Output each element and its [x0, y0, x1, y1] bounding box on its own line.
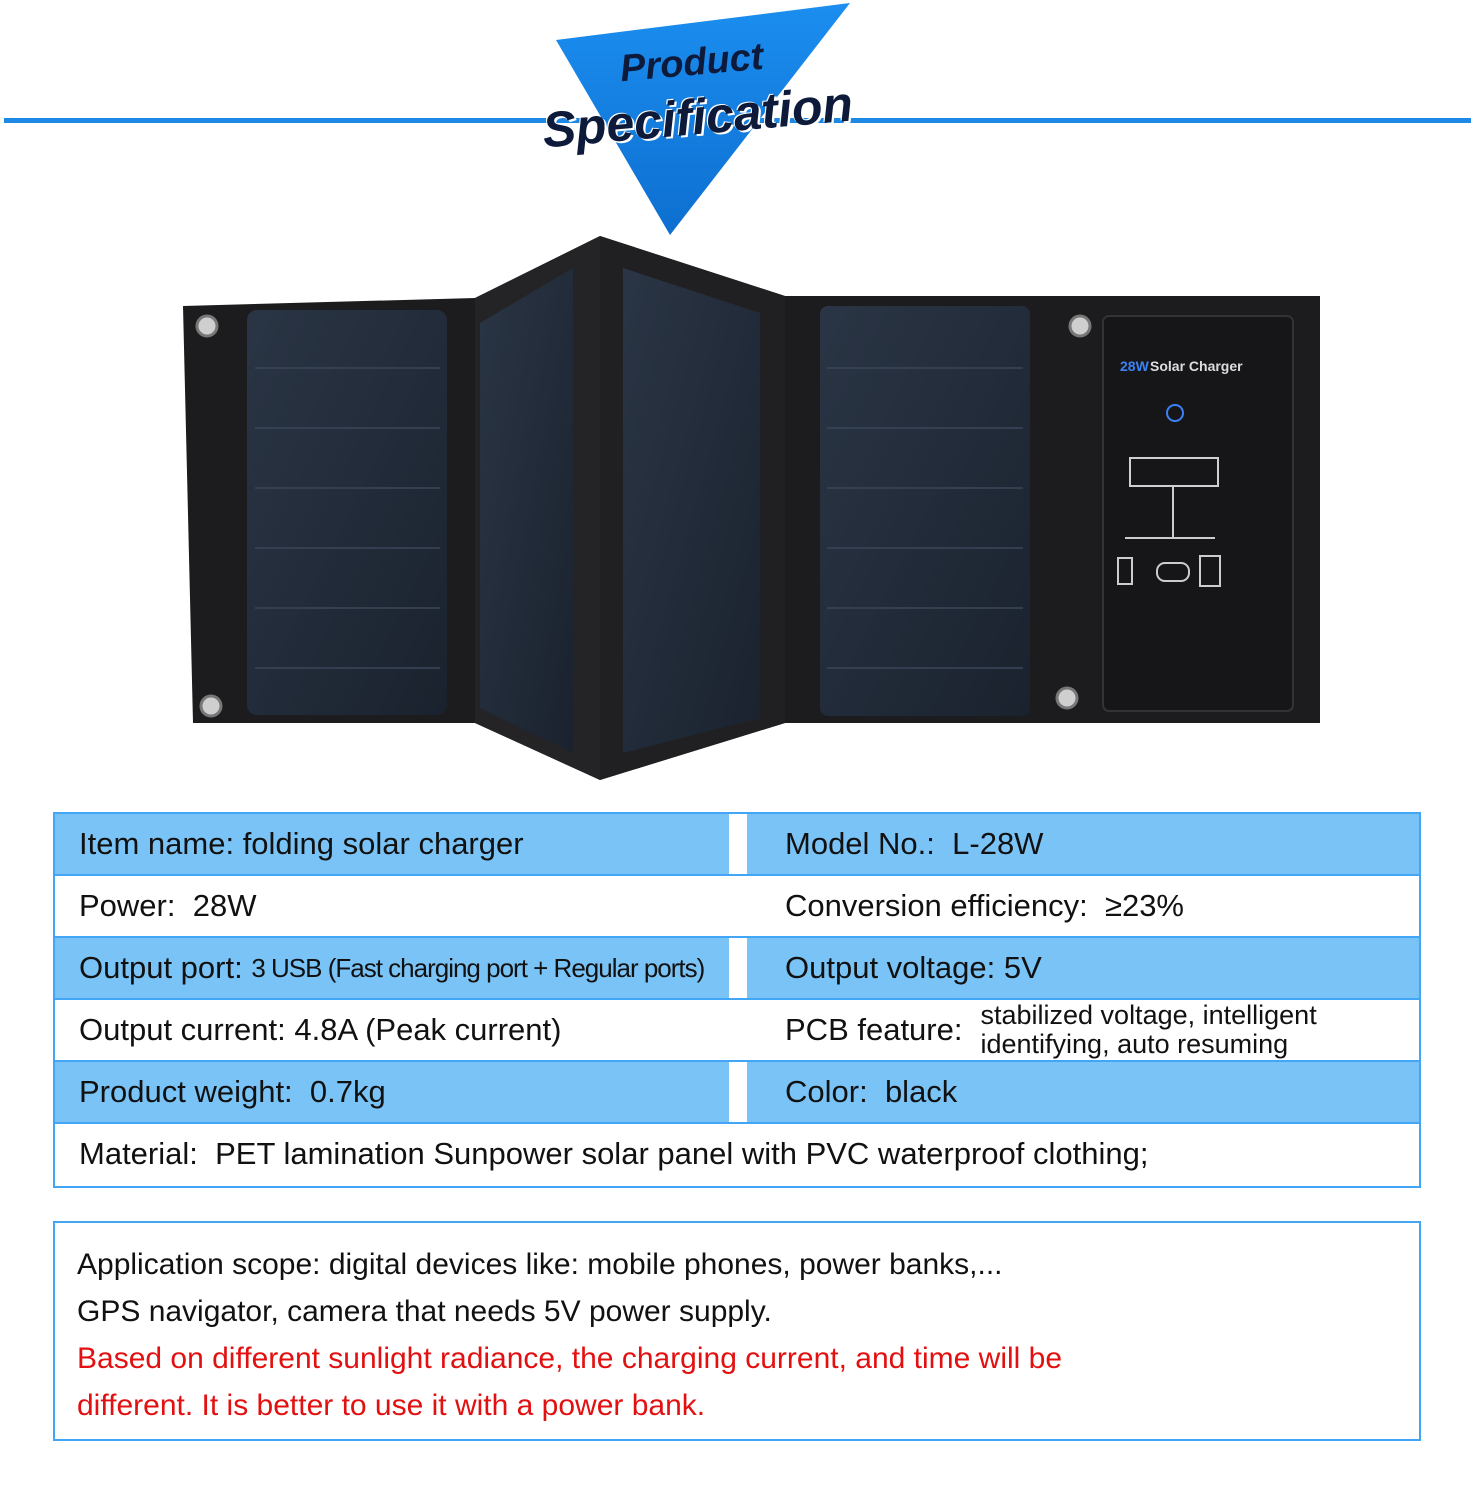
- pocket-brand: 28W: [1120, 358, 1150, 374]
- spec-value: 0.7kg: [309, 1074, 386, 1109]
- spec-label: Item name:: [79, 826, 235, 861]
- spec-label: Output port:: [79, 950, 243, 985]
- phone-icon: [1117, 557, 1133, 585]
- spec-label: Output current:: [79, 1012, 286, 1047]
- banner-triangle: [556, 3, 850, 235]
- spec-label: Color:: [785, 1074, 868, 1109]
- spec-label: Power:: [79, 888, 176, 923]
- warning-line2: different. It is better to use it with a…: [77, 1389, 706, 1422]
- spec-row: Power: 28W Conversion efficiency: ≥23%: [55, 876, 1419, 938]
- spec-value: PET lamination Sunpower solar panel with…: [215, 1136, 1149, 1171]
- spec-value: 5V: [1003, 950, 1042, 985]
- application-devices: GPS navigator, camera that needs 5V powe…: [77, 1295, 772, 1328]
- spec-value: black: [884, 1074, 958, 1109]
- spec-label: PCB feature:: [785, 1012, 963, 1047]
- spec-row: Output port: 3 USB (Fast charging port +…: [55, 938, 1419, 1000]
- spec-value: folding solar charger: [242, 826, 524, 861]
- spec-row: Output current: 4.8A (Peak current) PCB …: [55, 1000, 1419, 1062]
- spec-row: Item name: folding solar charger Model N…: [55, 814, 1419, 876]
- spec-row: Product weight: 0.7kg Color: black: [55, 1062, 1419, 1124]
- application-scope: Application scope: digital devices like:…: [77, 1248, 1003, 1281]
- spec-value: 28W: [192, 888, 257, 923]
- warning-line1: Based on different sunlight radiance, th…: [77, 1342, 1063, 1375]
- spec-row: Material: PET lamination Sunpower solar …: [55, 1124, 1419, 1186]
- spec-label: Conversion efficiency:: [785, 888, 1088, 923]
- spec-banner: Product Specification: [520, 0, 880, 240]
- spec-label: Model No.:: [785, 826, 935, 861]
- sun-icon: [1166, 404, 1184, 422]
- spec-value: ≥23%: [1104, 888, 1184, 923]
- solar-charger-image: 28W Solar Charger: [183, 236, 1320, 780]
- spec-value: L-28W: [952, 826, 1044, 861]
- spec-label: Product weight:: [79, 1074, 293, 1109]
- spec-table: Item name: folding solar charger Model N…: [53, 812, 1421, 1188]
- application-box: Application scope: digital devices like:…: [53, 1221, 1421, 1441]
- spec-value: 4.8A (Peak current): [294, 1012, 562, 1047]
- pocket-name: Solar Charger: [1150, 358, 1243, 374]
- spec-label: Output voltage:: [785, 950, 996, 985]
- spec-value: 3 USB (Fast charging port + Regular port…: [251, 952, 705, 983]
- spec-label: Material:: [79, 1136, 198, 1171]
- power-bank-icon: [1156, 562, 1190, 582]
- tablet-icon: [1199, 555, 1221, 587]
